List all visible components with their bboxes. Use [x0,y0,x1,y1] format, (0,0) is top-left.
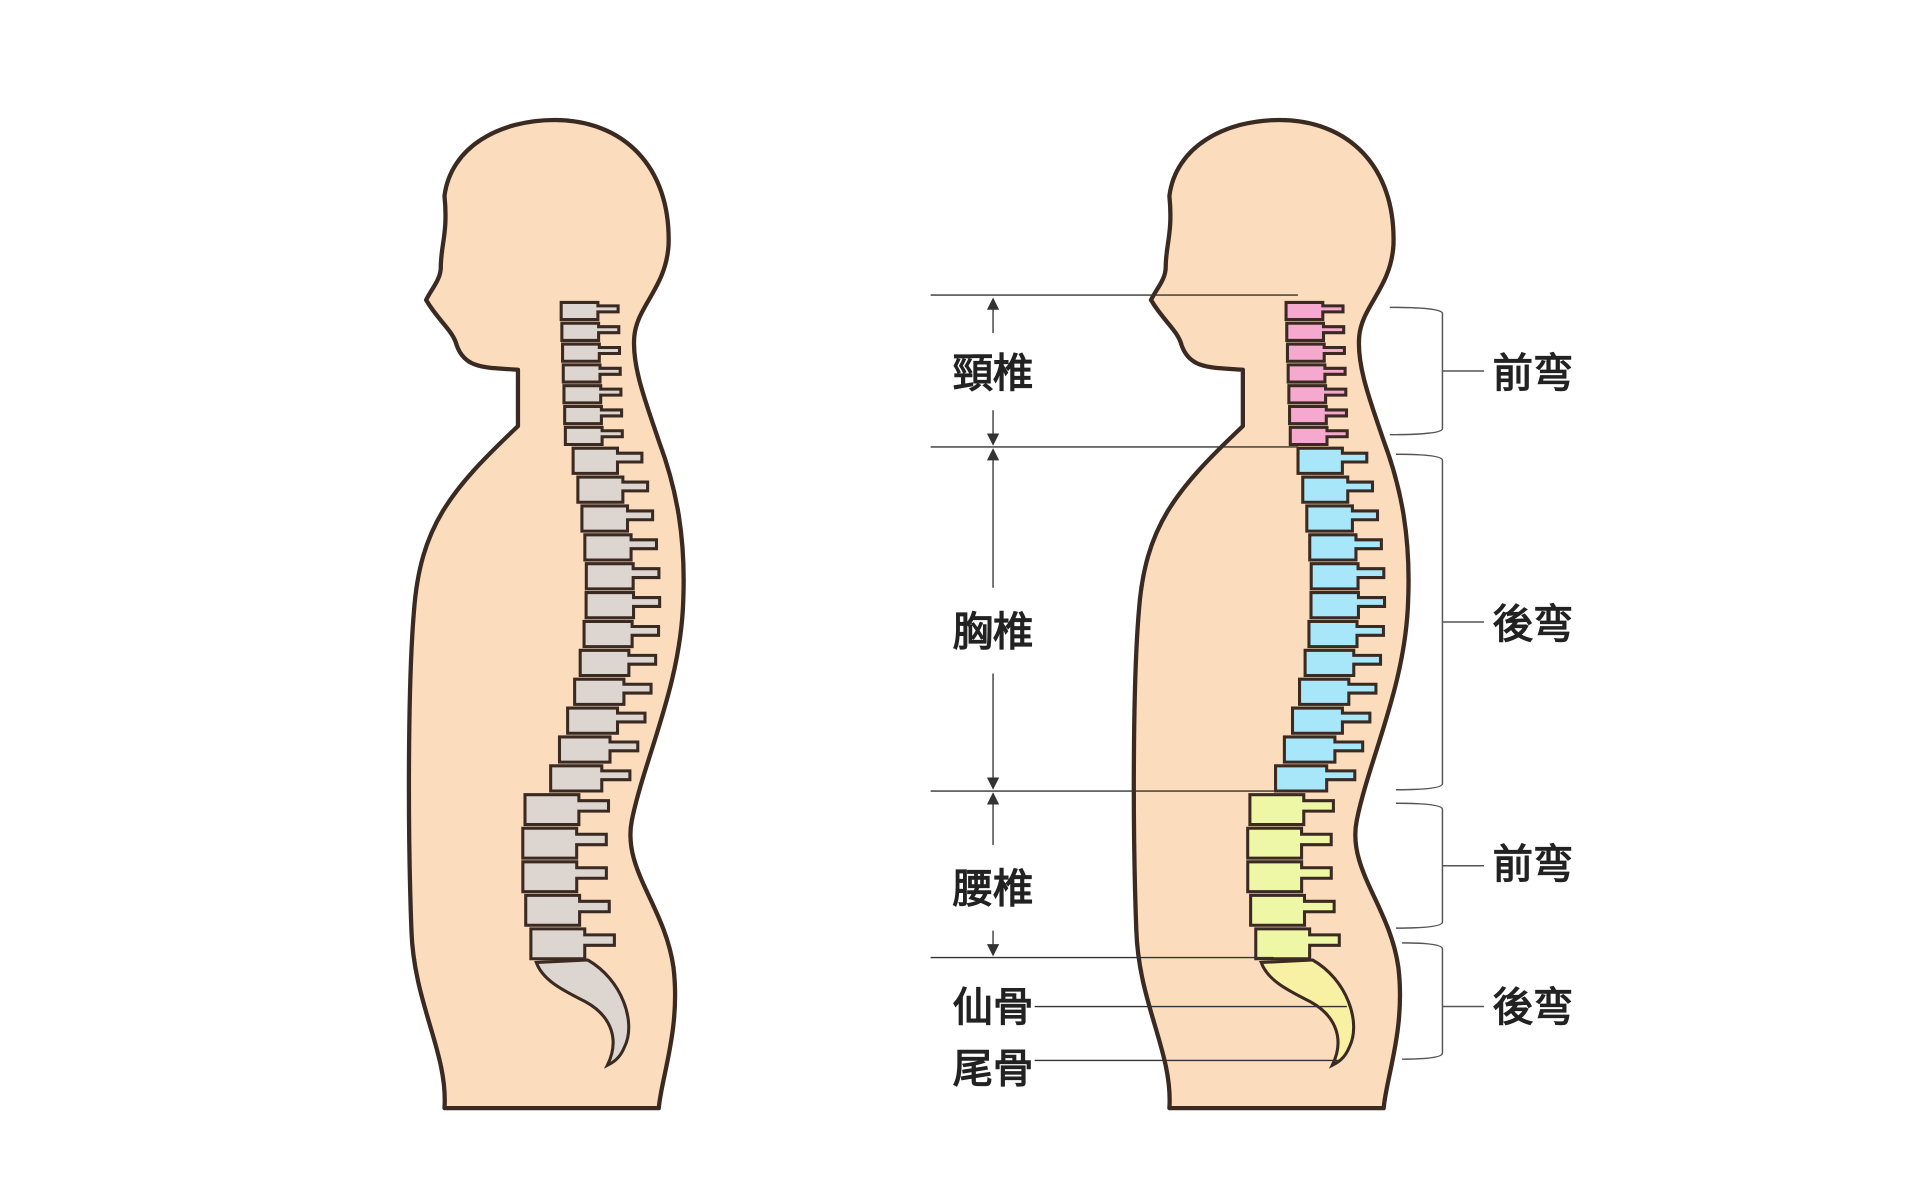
cervical-vertebra [1287,384,1348,405]
thoracic-vertebra [578,648,658,678]
label-lumbar-lordosis: 前弯 [1493,840,1574,888]
thoracic-vertebra [582,619,661,649]
thoracic-vertebra [566,706,647,735]
cervical-vertebra [1285,342,1346,363]
labeled-figure [1134,120,1409,1108]
lumbar-vertebra [529,927,616,961]
label-coccyx: 尾骨 [953,1044,1034,1092]
thoracic-vertebra [557,735,640,764]
cervical-vertebra [563,425,624,447]
lumbar-vertebra [524,893,611,927]
lumbar-vertebra [523,793,611,827]
label-thoracic: 胸椎 [953,607,1034,655]
lumbar-vertebra [1246,826,1333,860]
thoracic-vertebra [1303,648,1383,678]
label-cervical-lordosis: 前弯 [1493,349,1574,397]
thoracic-vertebra [1296,446,1369,475]
thoracic-vertebra [1309,591,1387,620]
label-cervical: 頸椎 [953,349,1034,397]
thoracic-vertebra [1309,562,1386,591]
label-sacrum: 仙骨 [953,983,1034,1031]
lumbar-vertebra [1248,793,1335,827]
lumbar-vertebra [1246,860,1333,894]
lumbar-vertebra [1254,927,1341,961]
sacrum-coccyx [534,958,631,1069]
cervical-vertebra [559,300,620,322]
thoracic-vertebra [573,677,653,706]
region-dividers [930,294,1347,1062]
thoracic-vertebra [1307,619,1385,649]
label-thoracic-kyphosis: 後弯 [1493,600,1574,648]
curve-braces [1389,306,1485,1060]
label-sacral-kyphosis: 後弯 [1493,983,1574,1031]
cervical-vertebra [563,405,624,426]
thoracic-vertebra [1308,533,1383,562]
thoracic-vertebra [549,764,632,793]
thoracic-vertebra [571,446,644,475]
thoracic-vertebra [584,562,661,591]
spine-colored [1246,300,1387,1069]
thoracic-vertebra [1274,764,1357,793]
cervical-vertebra [561,363,622,384]
thoracic-vertebra [1298,677,1378,706]
lumbar-vertebra [521,826,608,860]
lumbar-vertebra [521,860,608,894]
thoracic-vertebra [1301,475,1375,504]
range-arrows [986,297,1000,957]
label-lumbar: 腰椎 [952,864,1034,912]
cervical-vertebra [1288,425,1349,447]
thoracic-vertebra [1282,735,1365,764]
thoracic-vertebra [580,504,655,533]
cervical-vertebra [1284,300,1345,322]
thoracic-vertebra [584,591,662,620]
thoracic-vertebra [1290,706,1372,735]
cervical-vertebra [561,342,622,363]
plain-figure [409,120,684,1108]
thoracic-vertebra [576,475,650,504]
cervical-vertebra [1285,321,1346,342]
sacrum-coccyx [1259,958,1356,1069]
lumbar-vertebra [1249,893,1336,927]
cervical-vertebra [1286,363,1347,384]
thoracic-vertebra [1305,504,1380,533]
cervical-vertebra [560,321,621,342]
thoracic-vertebra [583,533,659,562]
cervical-vertebra [562,384,623,405]
spine-plain [521,300,662,1069]
cervical-vertebra [1288,405,1349,426]
